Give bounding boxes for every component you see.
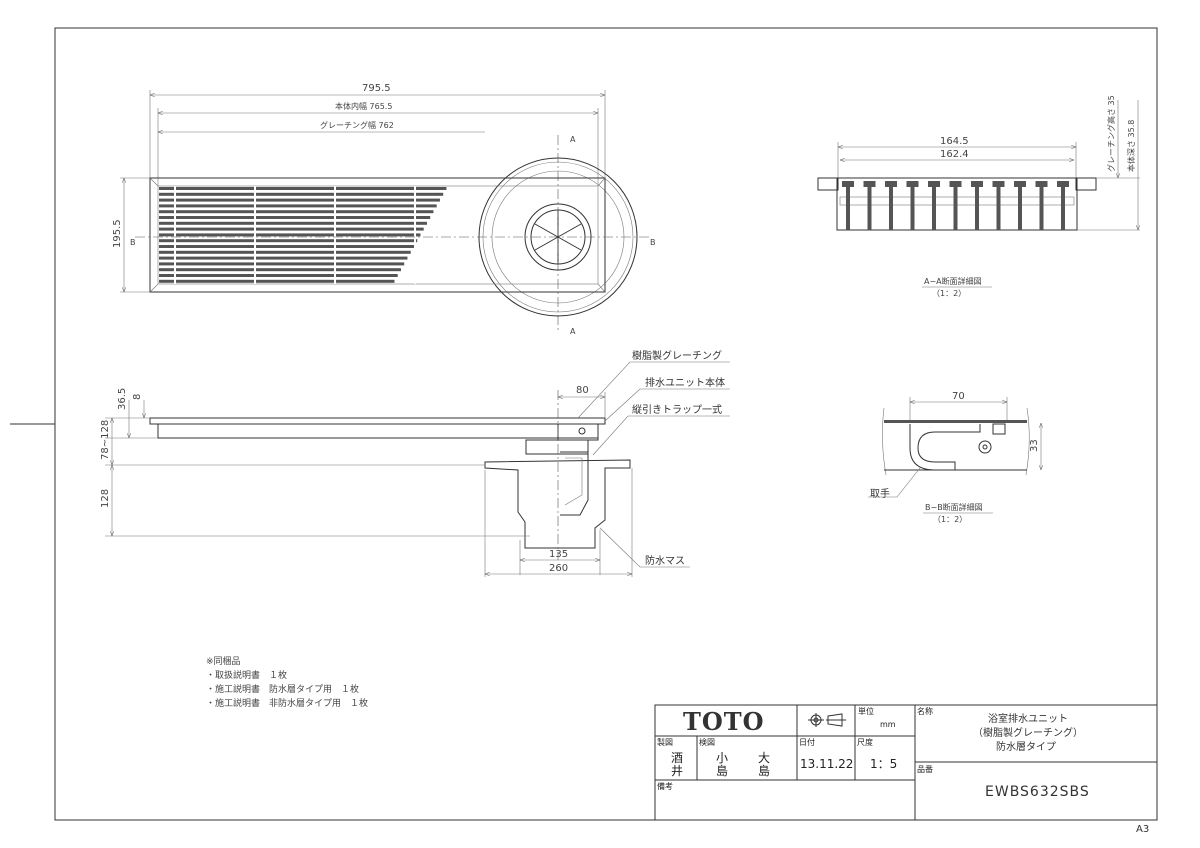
callout-drain-body: 排水ユニット本体 [645,376,725,389]
date-label: 日付 [799,737,815,747]
grating-bar [159,268,401,272]
date-value: 13.11.22 [800,757,853,771]
grating-tooth [928,181,940,230]
section-bb-view: 70 33 取手 B−B断面詳細図 （1：2） [868,391,1041,524]
scale-label: 尺度 [857,737,873,747]
product-name: （樹脂製グレーチング） [973,726,1083,739]
grating-bars [159,186,447,284]
section-b-marker: B [130,238,136,247]
title-block: TOTO 単位 mm 製図 酒 井 検図 小 島 大 島 日付 13.11.22… [654,704,1158,821]
grating-bar [159,279,395,283]
grating-tooth [1035,181,1048,230]
handle-label: 取手 [870,487,890,500]
dim-135: 135 [549,549,568,560]
section-aa-scale: （1：2） [932,289,966,298]
checked-by: 大 [758,751,770,765]
scale-value: 1：5 [870,757,897,771]
side-view: 36.5 8 78~128 128 80 135 260 樹脂製グレーチング 排… [100,349,730,577]
grating-tooth [863,181,876,230]
grating-tooth [992,181,1005,230]
checked-by: 島 [758,763,770,778]
included-items-notes: ※同梱品 ・取扱説明書 １枚 ・施工説明書 防水層タイプ用 １枚 ・施工説明書 … [206,655,368,709]
section-aa-title: A−A断面詳細図 [924,276,982,286]
remarks-label: 備考 [657,781,673,791]
grating-bar [159,210,434,214]
drawn-by: 井 [671,764,683,778]
grating-tooth [906,181,919,230]
grating-tooth [971,181,983,230]
dim-grating-width: グレーチング幅 762 [320,120,394,130]
grating-tooth [842,181,854,230]
dim-aa-outer: 164.5 [940,136,969,147]
grating-tooth [885,181,897,230]
grating-bar [159,187,447,190]
dim-aa-inner: 162.4 [940,149,969,160]
dim-36-5: 36.5 [117,388,128,410]
toto-logo: TOTO [683,707,765,736]
callout-waterproof-box: 防水マス [645,554,685,567]
checked-by: 島 [716,763,728,778]
drawn-label: 製図 [657,737,673,747]
grating-bar [159,216,431,219]
dim-78-128: 78~128 [100,420,111,460]
grating-bar [159,192,444,196]
dim-body-depth: 本体深さ 35.8 [1126,120,1136,172]
part-number: EWBS632SBS [985,784,1090,800]
grating-bar [159,274,398,277]
product-name: 防水層タイプ [996,740,1056,753]
section-a-marker: A [570,327,576,336]
dim-260: 260 [549,563,568,574]
dim-128: 128 [100,489,111,508]
callout-resin-grating: 樹脂製グレーチング [632,349,722,362]
section-a-marker: A [570,135,576,144]
grating-bar [159,227,424,231]
drawn-by: 酒 [671,751,683,765]
grating-bar [159,250,411,254]
grating-bar [159,256,408,260]
part-no-label: 品番 [917,764,933,774]
notes-heading: ※同梱品 [206,655,241,667]
dim-grating-height: グレーチング高さ 35 [1106,95,1116,172]
grating-bar [159,262,405,266]
dim-80: 80 [576,385,589,396]
grating-tooth [1057,181,1069,230]
grating-tooth [949,181,962,230]
third-angle-projection-icon [808,713,846,727]
section-bb-title: B−B断面詳細図 [925,502,983,512]
callout-vertical-trap: 縦引きトラップ一式 [632,403,722,416]
section-bb-scale: （1：2） [933,515,967,524]
dim-70: 70 [952,391,965,402]
grating-bar [159,239,418,243]
grating-bar [159,233,421,237]
notes-item: ・取扱説明書 １枚 [206,669,287,681]
grating-tooth [1014,181,1026,230]
unit-label: 単位 [858,706,874,716]
section-aa-view: 164.5 162.4 グレーチング高さ 35 本体深さ 35.8 A−A断面詳… [817,95,1140,298]
checked-label: 検図 [699,737,715,747]
dim-body-inner-width: 本体内幅 765.5 [335,101,392,111]
section-b-marker: B [650,238,656,247]
dim-33: 33 [1029,439,1040,452]
dim-overall-width: 795.5 [362,83,391,94]
grating-teeth [842,181,1069,230]
notes-item: ・施工説明書 防水層タイプ用 １枚 [206,683,359,695]
name-label: 名称 [917,706,933,716]
dim-height: 195.5 [112,219,123,248]
notes-item: ・施工説明書 非防水層タイプ用 １枚 [206,697,368,709]
grating-bar [159,204,437,208]
grating-bar [159,221,427,225]
grating-bar [159,245,414,248]
top-view: 795.5 本体内幅 765.5 グレーチング幅 762 195.5 A A B… [112,83,656,336]
unit-value: mm [880,720,896,729]
grating-bar [159,198,440,202]
dim-8: 8 [132,394,143,400]
sheet-size: A3 [1136,824,1149,835]
checked-by: 小 [716,751,728,765]
product-name: 浴室排水ユニット [988,712,1068,725]
